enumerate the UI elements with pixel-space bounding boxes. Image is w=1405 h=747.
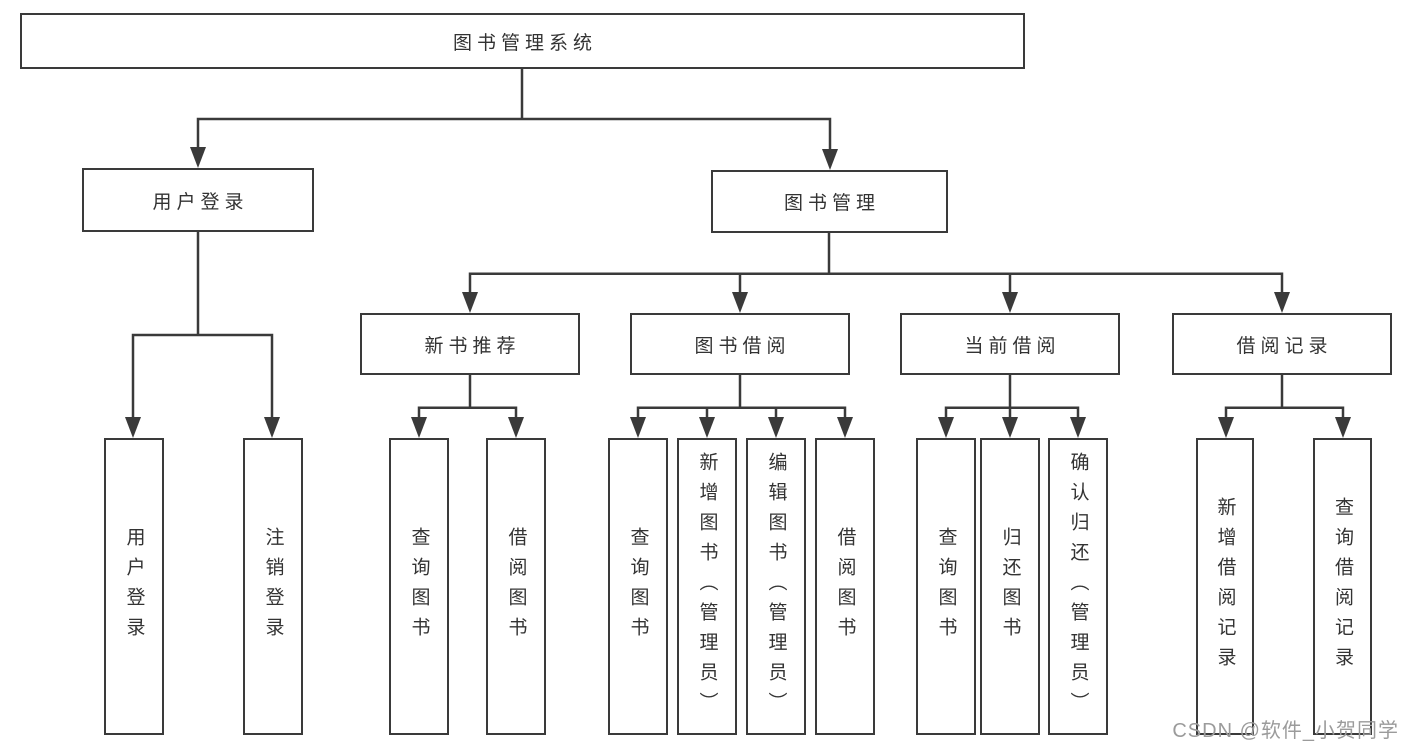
node-root-system: 图书管理系统 (20, 13, 1025, 69)
csdn-watermark: CSDN @软件_小贺同学 (1172, 720, 1399, 742)
node-new-book-recommend: 新书推荐 (360, 313, 580, 375)
node-confirm-return-admin: 确认归还（管理员） (1048, 438, 1108, 735)
node-return-book: 归还图书 (980, 438, 1040, 735)
node-query-book-borrow: 查询图书 (608, 438, 668, 735)
node-user-login: 用户登录 (82, 168, 314, 232)
node-logout-leaf: 注销登录 (243, 438, 303, 735)
node-borrow-record: 借阅记录 (1172, 313, 1392, 375)
node-borrow-book-recommend: 借阅图书 (486, 438, 546, 735)
node-user-login-leaf: 用户登录 (104, 438, 164, 735)
node-edit-book-admin: 编辑图书（管理员） (746, 438, 806, 735)
node-query-borrow-record: 查询借阅记录 (1313, 438, 1372, 735)
node-query-book-recommend: 查询图书 (389, 438, 449, 735)
node-book-borrow: 图书借阅 (630, 313, 850, 375)
node-add-book-admin: 新增图书（管理员） (677, 438, 737, 735)
node-query-book-current: 查询图书 (916, 438, 976, 735)
node-add-borrow-record: 新增借阅记录 (1196, 438, 1254, 735)
node-borrow-book-leaf: 借阅图书 (815, 438, 875, 735)
node-book-management: 图书管理 (711, 170, 948, 233)
node-current-borrow: 当前借阅 (900, 313, 1120, 375)
arrowheads (125, 147, 1351, 438)
